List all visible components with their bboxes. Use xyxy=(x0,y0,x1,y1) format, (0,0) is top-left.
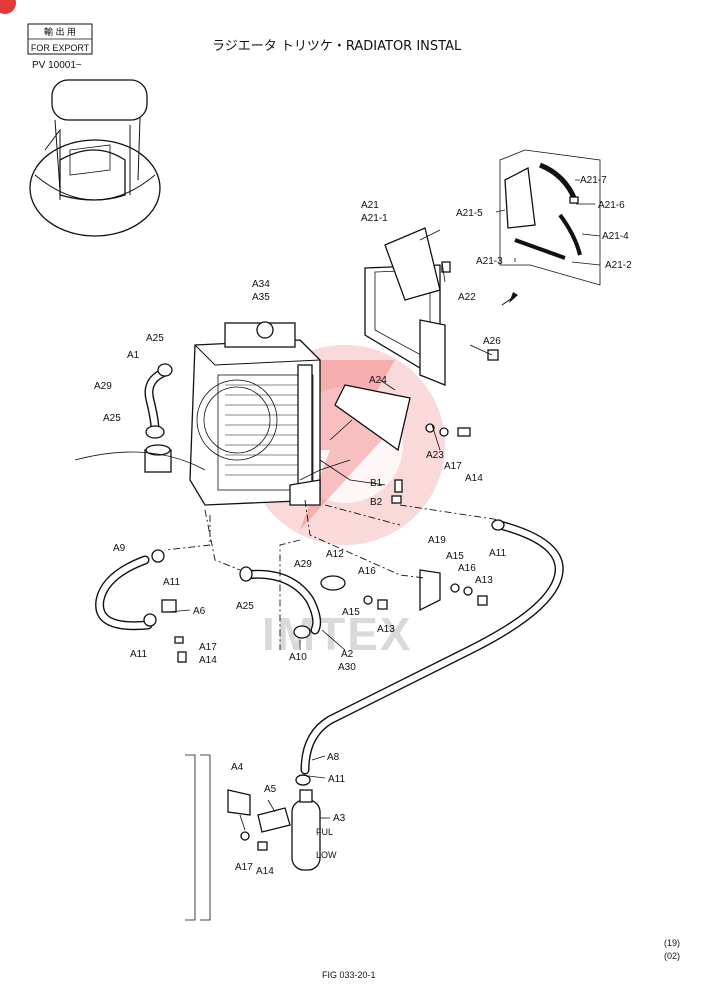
label-A1: A1 xyxy=(127,350,140,361)
label-A26: A26 xyxy=(483,336,501,347)
label-A29-mid: A29 xyxy=(294,559,312,570)
label-A23: A23 xyxy=(426,450,444,461)
filler-neck xyxy=(74,444,206,473)
label-A15-left: A15 xyxy=(342,607,360,618)
label-A21-3: A21-3 xyxy=(476,256,503,267)
label-A21-7: A21-7 xyxy=(580,175,607,186)
label-A11-left: A11 xyxy=(163,577,180,588)
label-A16-right: A16 xyxy=(458,563,476,574)
label-A17-right: A17 xyxy=(444,461,462,472)
label-A5: A5 xyxy=(264,784,277,795)
label-A3: A3 xyxy=(333,813,346,824)
label-A8: A8 xyxy=(327,752,340,763)
label-A13-right: A13 xyxy=(475,575,493,586)
label-A34: A34 xyxy=(252,279,270,290)
label-A35: A35 xyxy=(252,292,270,303)
lower-hose-A2 xyxy=(240,569,322,635)
label-A21-1: A21-1 xyxy=(361,213,388,224)
label-A21-5: A21-5 xyxy=(456,208,483,219)
label-A21-6: A21-6 xyxy=(598,200,625,211)
export-stamp: 輸 出 用 FOR EXPORT xyxy=(27,23,93,55)
label-A21: A21 xyxy=(361,200,379,211)
label-A29-left: A29 xyxy=(94,381,112,392)
label-A13-left: A13 xyxy=(377,624,395,635)
label-A25-top: A25 xyxy=(146,333,164,344)
reserve-tank: FUL LOW xyxy=(291,789,337,871)
fan-shroud xyxy=(364,227,446,386)
label-A17-left: A17 xyxy=(199,642,217,653)
reserve-tank-bracket xyxy=(185,754,291,921)
label-A30: A30 xyxy=(338,662,356,673)
label-A24: A24 xyxy=(369,375,387,386)
shroud-seal-kit xyxy=(499,149,601,286)
label-A14-bottom: A14 xyxy=(256,866,274,877)
page-number: (19) xyxy=(664,938,680,948)
watermark-text: IMTEX xyxy=(262,608,413,660)
stamp-label: FOR EXPORT xyxy=(31,43,90,53)
label-A19: A19 xyxy=(428,535,446,546)
machine-thumbnail xyxy=(29,79,161,237)
label-A4: A4 xyxy=(231,762,244,773)
label-A25-mid: A25 xyxy=(103,413,121,424)
label-A22: A22 xyxy=(458,292,476,303)
label-A25-lower: A25 xyxy=(236,601,254,612)
page-title: ラジエータ トリツケ・RADIATOR INSTAL xyxy=(212,39,462,54)
label-A17-bottom: A17 xyxy=(235,862,253,873)
upper-hose-A1 xyxy=(144,367,170,435)
revision-number: (02) xyxy=(664,951,680,961)
label-A21-2: A21-2 xyxy=(605,260,632,271)
radiator xyxy=(189,321,321,506)
label-A15-right: A15 xyxy=(446,551,464,562)
label-A12: A12 xyxy=(326,549,344,560)
label-A11-bottom: A11 xyxy=(130,649,147,660)
label-A2: A2 xyxy=(341,649,354,660)
hose-A9 xyxy=(95,555,153,631)
svg-text:FUL: FUL xyxy=(316,827,333,837)
part-labels: A34 A35 A21 A21-1 A22 A26 A21-7 A21-6 A2… xyxy=(94,175,632,877)
seal-strip xyxy=(334,384,411,452)
serial-range: PV 10001~ xyxy=(32,60,82,71)
stamp-kanji: 輸 出 用 xyxy=(44,26,76,37)
label-A14-left: A14 xyxy=(199,655,217,666)
label-A6: A6 xyxy=(193,606,206,617)
arrow-head-icon xyxy=(509,292,518,303)
svg-text:LOW: LOW xyxy=(316,850,337,860)
label-A11-right: A11 xyxy=(489,548,506,559)
label-A11-lower: A11 xyxy=(328,774,345,785)
corner-mark-icon xyxy=(0,0,16,14)
label-B2: B2 xyxy=(370,497,383,508)
label-A16-left: A16 xyxy=(358,566,376,577)
leader-lines xyxy=(164,179,601,831)
figure-number: FIG 033-20-1 xyxy=(322,970,376,980)
clamps xyxy=(143,363,505,786)
label-A9: A9 xyxy=(113,543,126,554)
label-A14-right: A14 xyxy=(465,473,483,484)
label-B1: B1 xyxy=(370,478,383,489)
label-A10: A10 xyxy=(289,652,307,663)
label-A21-4: A21-4 xyxy=(602,231,629,242)
hose-A8 xyxy=(300,520,564,775)
